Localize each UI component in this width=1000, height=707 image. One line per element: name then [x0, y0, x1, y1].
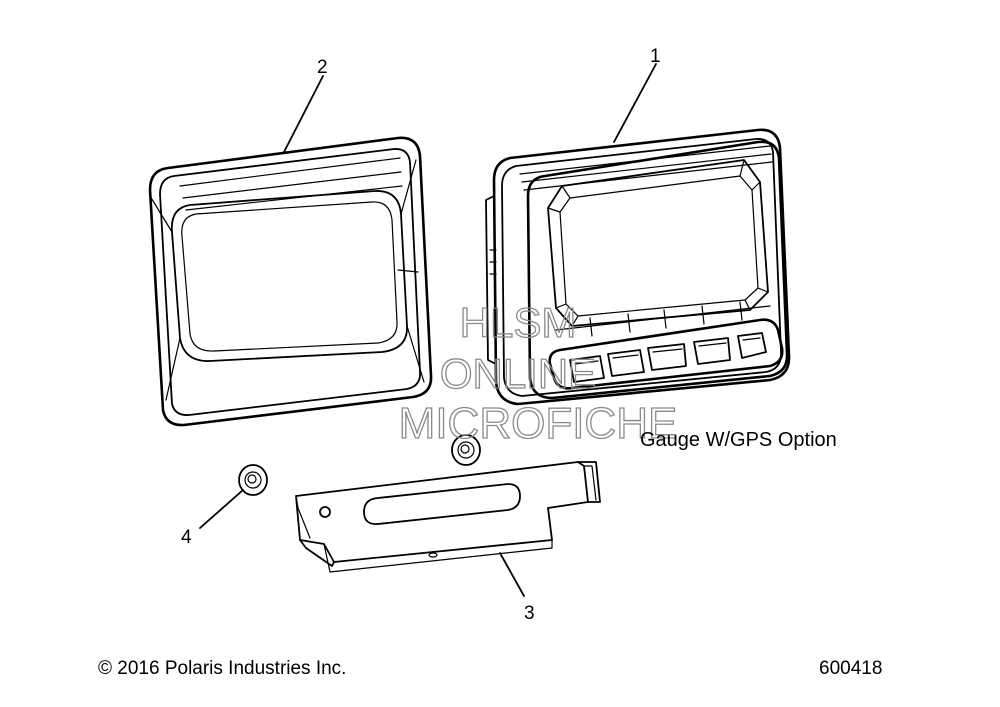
gauge-cover[interactable]: [148, 136, 433, 427]
diagram-number: 600418: [819, 658, 882, 679]
leader-line-4: [199, 489, 244, 529]
callout-4[interactable]: 4: [181, 527, 192, 548]
watermark-line-1: HLSM: [460, 299, 577, 346]
mounting-bracket[interactable]: [295, 461, 601, 573]
leader-line-2: [283, 75, 324, 153]
option-caption: Gauge W/GPS Option: [640, 429, 837, 451]
callout-1[interactable]: 1: [650, 46, 661, 67]
leader-line-3: [499, 552, 525, 597]
leader-line-1: [613, 63, 657, 143]
watermark-line-3: MICROFICHE: [399, 399, 678, 448]
watermark-line-2: ONLINE: [440, 350, 596, 397]
gauge[interactable]: [485, 128, 791, 406]
nut-right[interactable]: [451, 434, 481, 466]
callout-2[interactable]: 2: [317, 57, 328, 78]
nut-left[interactable]: [238, 464, 268, 496]
callout-3[interactable]: 3: [524, 603, 535, 624]
copyright-text: © 2016 Polaris Industries Inc.: [98, 658, 346, 679]
watermark: HLSM ONLINE MICROFICHE: [398, 298, 678, 448]
